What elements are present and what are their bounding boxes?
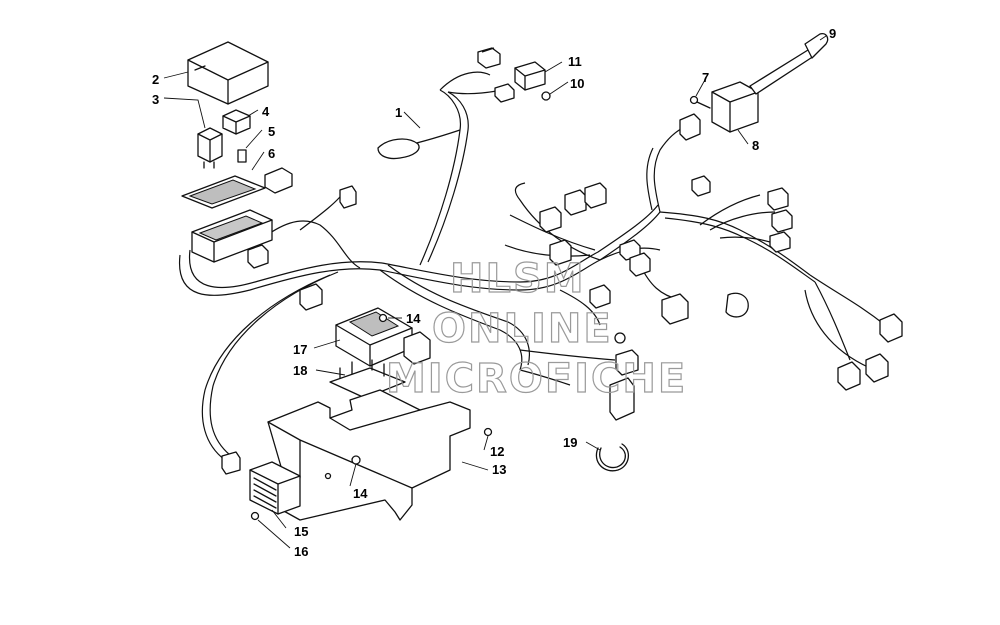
callout-2: 2 <box>152 72 159 87</box>
small-relay <box>222 109 251 135</box>
watermark: HLSM ONLINE MICROFICHE <box>385 255 687 402</box>
cable-clamp <box>595 443 629 472</box>
watermark-line-2: ONLINE <box>432 306 613 352</box>
callout-17: 17 <box>293 342 307 357</box>
callout-14-upper: 14 <box>406 311 421 326</box>
callout-5: 5 <box>268 124 275 139</box>
screw-tray <box>483 427 493 437</box>
callout-3: 3 <box>152 92 159 107</box>
relay <box>197 127 223 169</box>
nut <box>378 313 388 323</box>
watermark-line-3: MICROFICHE <box>386 356 687 402</box>
connector <box>377 138 420 160</box>
callout-19: 19 <box>563 435 577 450</box>
callout-15: 15 <box>294 524 308 539</box>
leader-lines <box>163 35 827 549</box>
callout-14-lower: 14 <box>353 486 368 501</box>
callout-18: 18 <box>293 363 307 378</box>
callout-8: 8 <box>752 138 759 153</box>
voltage-regulator <box>249 461 301 515</box>
callout-1: 1 <box>395 105 402 120</box>
callout-9: 9 <box>829 26 836 41</box>
bolt <box>541 91 551 101</box>
ignition-coil <box>679 32 829 141</box>
screw <box>689 95 711 109</box>
callout-7: 7 <box>702 70 709 85</box>
watermark-line-1: HLSM <box>450 256 586 302</box>
callout-16: 16 <box>294 544 308 559</box>
ecu-module <box>335 307 431 367</box>
mounting-tray <box>267 389 471 521</box>
callout-10: 10 <box>570 76 584 91</box>
callout-11: 11 <box>568 54 582 69</box>
relay-box <box>187 41 269 105</box>
sensor <box>477 47 546 103</box>
fuse <box>237 149 247 163</box>
screw-lower <box>250 511 260 521</box>
fuse-block <box>191 167 293 263</box>
fuse-panel <box>181 175 266 209</box>
harness-connectors <box>221 47 903 475</box>
callout-labels: 1 2 3 4 5 6 7 8 9 10 11 12 13 14 14 15 1… <box>152 26 836 559</box>
mounting-bracket <box>329 359 406 399</box>
callout-4: 4 <box>262 104 270 119</box>
callout-12: 12 <box>490 444 504 459</box>
callout-6: 6 <box>268 146 275 161</box>
callout-13: 13 <box>492 462 506 477</box>
